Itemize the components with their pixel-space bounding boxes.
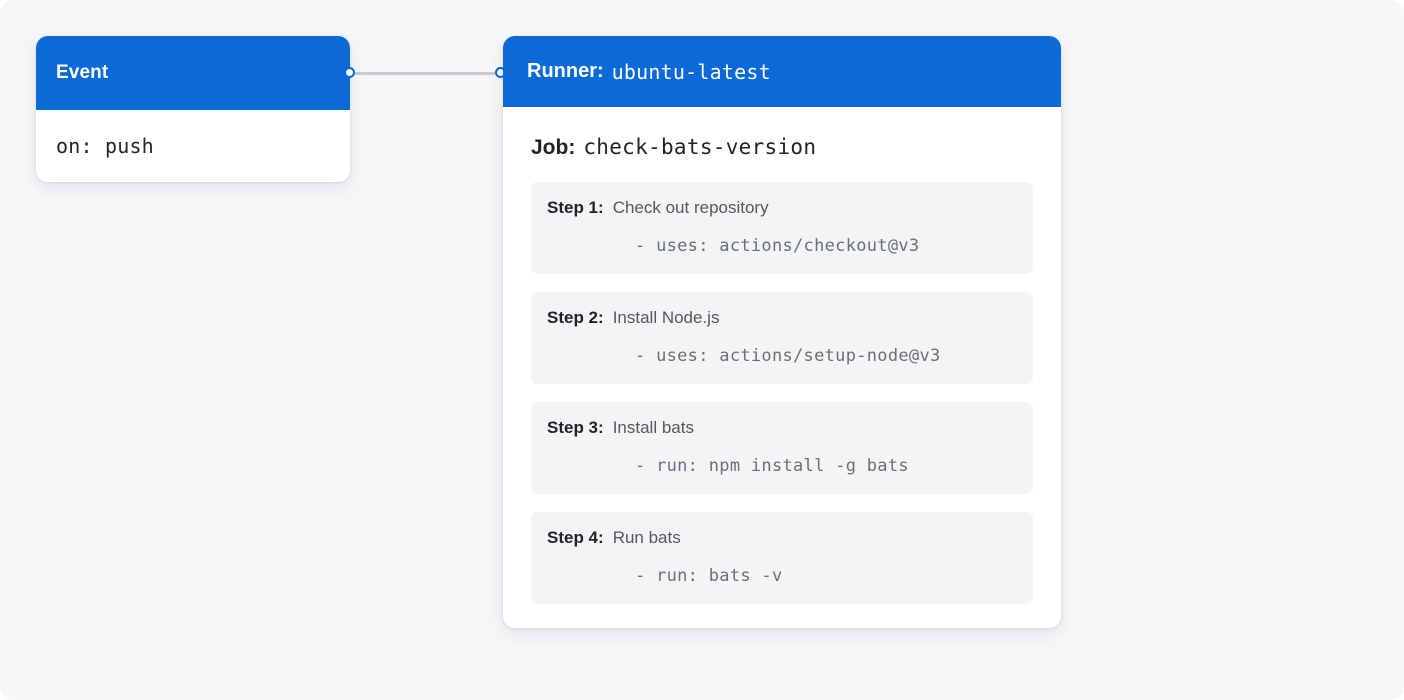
step-command: - run: npm install -g bats — [635, 456, 909, 476]
runner-value: ubuntu-latest — [611, 59, 771, 84]
runner-node[interactable]: Runner: ubuntu-latest Job: check-bats-ve… — [503, 36, 1061, 628]
event-trigger-text: on: push — [56, 134, 154, 158]
step-name: Install Node.js — [612, 308, 720, 327]
step-title: Step 1: Check out repository — [547, 198, 1013, 218]
step-title: Step 3: Install bats — [547, 418, 1013, 438]
runner-label: Runner: — [527, 60, 604, 82]
step-label: Step 4: — [547, 528, 604, 547]
runner-node-body: Job: check-bats-version Step 1: Check ou… — [503, 107, 1061, 628]
event-node-title: Event — [56, 62, 109, 83]
event-node-header: Event — [36, 36, 350, 110]
step-title: Step 4: Run bats — [547, 528, 1013, 548]
step-name: Check out repository — [612, 198, 769, 217]
step-command: - run: bats -v — [635, 566, 783, 586]
step-command: - uses: actions/setup-node@v3 — [635, 346, 941, 366]
step-label: Step 2: — [547, 308, 604, 327]
steps-list: Step 1: Check out repository - uses: act… — [503, 182, 1061, 604]
event-node[interactable]: Event on: push — [36, 36, 350, 182]
job-row: Job: check-bats-version — [503, 107, 1061, 182]
connector-line — [350, 72, 501, 75]
step-command: - uses: actions/checkout@v3 — [635, 236, 920, 256]
step-name: Install bats — [612, 418, 694, 437]
step-card[interactable]: Step 4: Run bats - run: bats -v — [531, 512, 1033, 604]
job-label: Job: — [531, 136, 576, 159]
step-title: Step 2: Install Node.js — [547, 308, 1013, 328]
step-card[interactable]: Step 1: Check out repository - uses: act… — [531, 182, 1033, 274]
step-card[interactable]: Step 2: Install Node.js - uses: actions/… — [531, 292, 1033, 384]
event-output-port[interactable] — [344, 67, 355, 78]
step-name: Run bats — [612, 528, 681, 547]
step-label: Step 1: — [547, 198, 604, 217]
job-value: check-bats-version — [583, 135, 817, 159]
runner-node-header: Runner: ubuntu-latest — [503, 36, 1061, 107]
step-label: Step 3: — [547, 418, 604, 437]
step-card[interactable]: Step 3: Install bats - run: npm install … — [531, 402, 1033, 494]
event-node-body: on: push — [36, 110, 350, 182]
